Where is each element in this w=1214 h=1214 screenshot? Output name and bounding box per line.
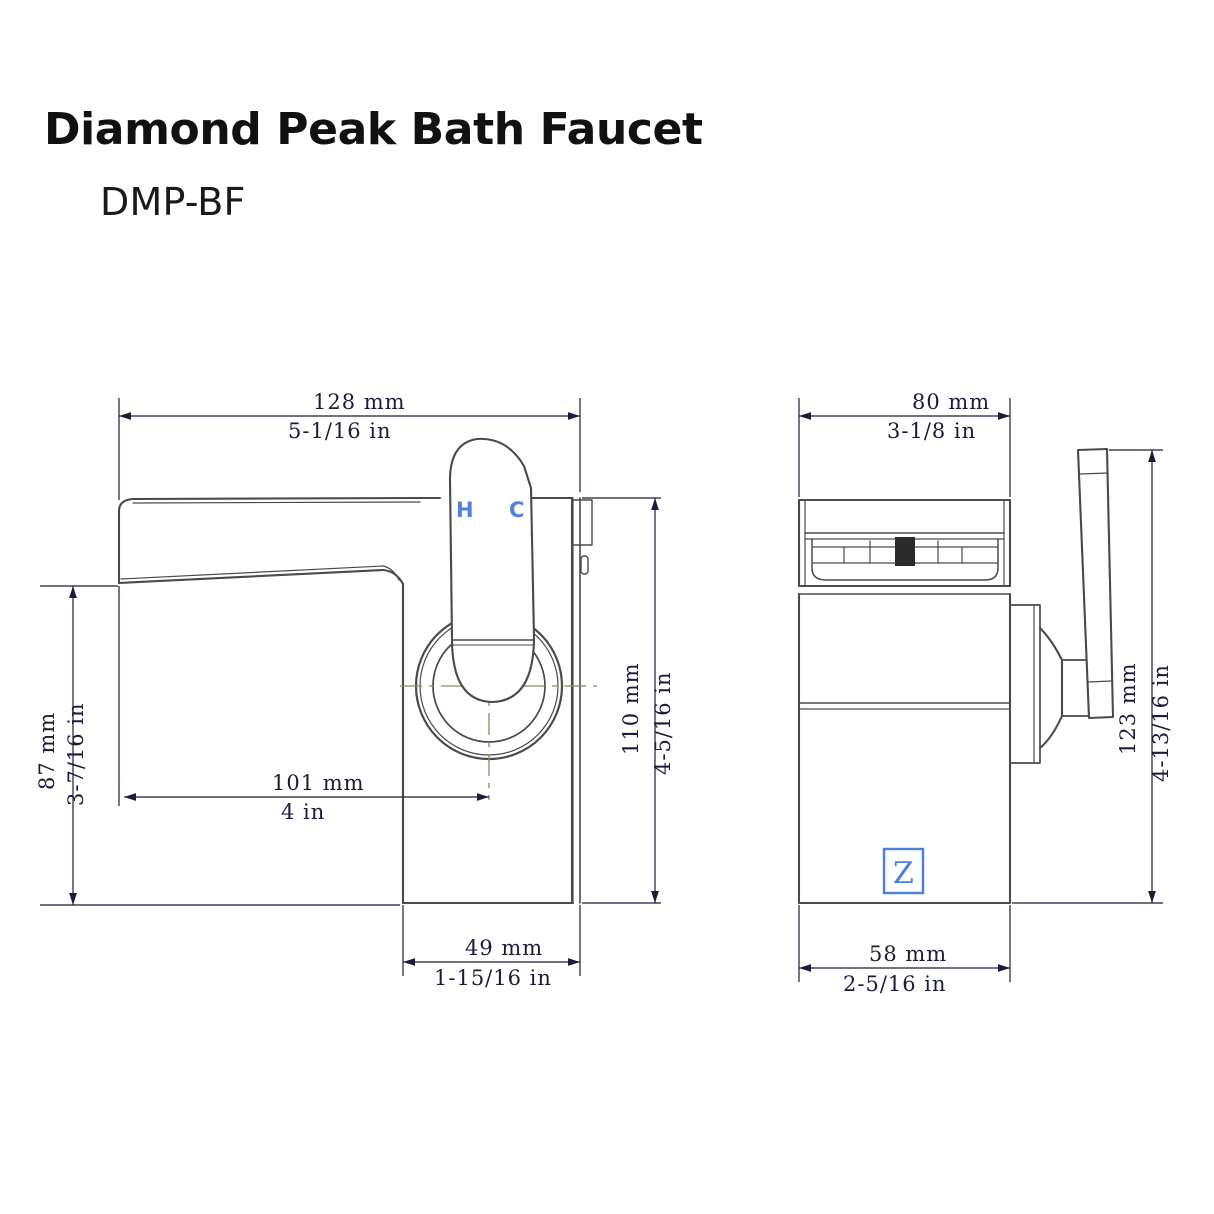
front-view-geometry	[797, 498, 1091, 905]
dim-87mm-label: 87 mm	[35, 712, 59, 790]
dim-80mm-label: 80 mm	[912, 390, 990, 414]
cold-marker: C	[509, 498, 524, 522]
dim-side-base-depth	[402, 905, 581, 976]
dim-49mm-label: 49 mm	[465, 936, 543, 960]
dim-2-5-16in-label: 2-5/16 in	[843, 972, 947, 996]
dim-110mm-label: 110 mm	[619, 662, 643, 755]
brand-mark-letter: Z	[893, 856, 914, 891]
dim-side-spout-reach	[118, 586, 489, 806]
dim-1-15-16in-label: 1-15/16 in	[434, 966, 552, 990]
dim-side-spout-height	[40, 585, 400, 906]
dim-front-overall-width	[798, 398, 1011, 497]
dim-3-1-8in-label: 3-1/8 in	[887, 419, 976, 443]
dim-101mm-label: 101 mm	[272, 771, 365, 795]
dim-4-13-16in-label: 4-13/16 in	[1149, 664, 1173, 782]
dim-4-5-16in-label: 4-5/16 in	[651, 671, 675, 775]
dim-58mm-label: 58 mm	[869, 942, 947, 966]
dim-128mm-label: 128 mm	[313, 390, 406, 414]
hot-marker: H	[456, 498, 474, 522]
title-block: Diamond Peak Bath Faucet DMP-BF	[0, 0, 1214, 260]
dim-3-7-16in-label: 3-7/16 in	[64, 702, 88, 806]
lever-handle-front	[1076, 447, 1115, 720]
handle-stem-line	[452, 639, 533, 646]
dim-side-body-height	[582, 497, 661, 904]
dim-side-overall-width	[118, 398, 581, 500]
brand-mark-box	[882, 847, 925, 895]
page-title: Diamond Peak Bath Faucet	[44, 104, 703, 155]
dim-4in-label: 4 in	[281, 800, 325, 824]
model-number: DMP-BF	[100, 180, 246, 224]
dim-5-1-16in-label: 5-1/16 in	[288, 419, 392, 443]
dim-front-base-width	[798, 905, 1011, 982]
lever-handle-side	[448, 437, 536, 704]
side-view-geometry	[117, 496, 593, 905]
dim-123mm-label: 123 mm	[1116, 662, 1140, 755]
dim-front-overall-height	[1012, 449, 1163, 904]
